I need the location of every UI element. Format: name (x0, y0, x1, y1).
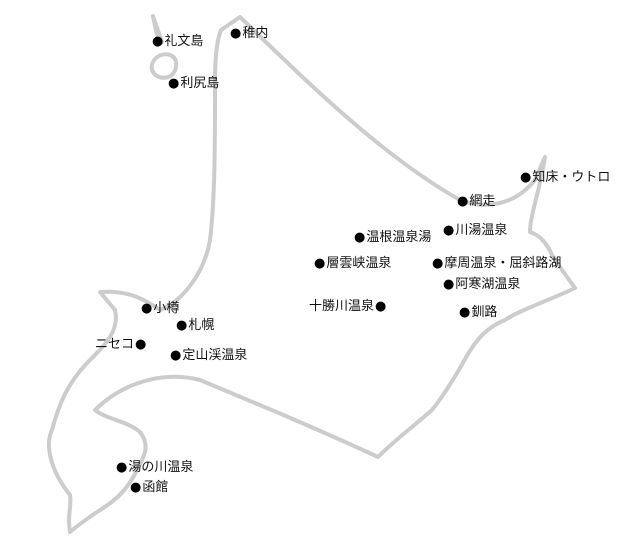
marker-dot: ● (130, 480, 142, 495)
location-otaru[interactable]: ● 小樽 (141, 302, 179, 316)
location-jozankei[interactable]: ● 定山渓温泉 (170, 349, 247, 363)
location-abashiri[interactable]: ● 網走 (457, 195, 495, 209)
location-label: 阿寒湖温泉 (455, 277, 521, 292)
marker-dot: ● (459, 305, 471, 320)
location-label: 湯の川温泉 (128, 460, 194, 475)
location-kushiro[interactable]: ● 釧路 (459, 306, 497, 320)
location-label: 礼文島 (164, 34, 204, 49)
marker-dot: ● (176, 318, 188, 333)
marker-dot: ● (375, 299, 387, 314)
marker-dot: ● (135, 337, 147, 352)
marker-dot: ● (432, 256, 444, 271)
location-rishiri[interactable]: ● 利尻島 (168, 77, 219, 91)
marker-dot: ● (520, 170, 532, 185)
marker-dot: ● (443, 277, 455, 292)
marker-dot: ● (168, 76, 180, 91)
location-shiretoko[interactable]: ● 知床・ウトロ (520, 171, 610, 185)
location-wakkanai[interactable]: ● 稚内 (230, 27, 268, 41)
location-label: 釧路 (471, 305, 498, 320)
location-sapporo[interactable]: ● 札幌 (176, 319, 214, 333)
marker-dot: ● (170, 348, 182, 363)
location-hakodate[interactable]: ● 函館 (130, 481, 168, 495)
hokkaido-outline (47, 15, 577, 534)
marker-dot: ● (314, 256, 326, 271)
location-label: 知床・ウトロ (532, 170, 611, 185)
location-tokachigawa[interactable]: 十勝川温泉 ● (309, 300, 386, 314)
location-label: 川湯温泉 (455, 223, 508, 238)
location-label: 層雲峡温泉 (326, 256, 392, 271)
marker-dot: ● (152, 34, 164, 49)
location-sounkyo[interactable]: ● 層雲峡温泉 (314, 257, 391, 271)
location-onnetoyu[interactable]: ● 温根温泉湯 (354, 231, 431, 245)
location-label: 定山渓温泉 (182, 348, 248, 363)
location-label: 小樽 (153, 301, 180, 316)
location-label: 函館 (142, 480, 169, 495)
location-niseko[interactable]: ニセコ ● (95, 338, 146, 352)
location-rebun[interactable]: ● 礼文島 (152, 35, 203, 49)
location-label: ニセコ (95, 337, 135, 352)
location-kawayu[interactable]: ● 川湯温泉 (443, 224, 507, 238)
location-akanko[interactable]: ● 阿寒湖温泉 (443, 278, 520, 292)
location-label: 網走 (469, 194, 496, 209)
location-label: 十勝川温泉 (309, 299, 375, 314)
location-mashu[interactable]: ● 摩周温泉・屈斜路湖 (432, 257, 561, 271)
rishiri-island-outline (149, 52, 179, 80)
location-label: 摩周温泉・屈斜路湖 (444, 256, 562, 271)
marker-dot: ● (443, 223, 455, 238)
location-label: 稚内 (242, 26, 269, 41)
marker-dot: ● (230, 26, 242, 41)
location-label: 利尻島 (180, 76, 220, 91)
marker-dot: ● (141, 301, 153, 316)
rebun-island-outline (151, 14, 164, 44)
location-label: 温根温泉湯 (366, 230, 432, 245)
marker-dot: ● (457, 194, 469, 209)
location-yunokawa[interactable]: ● 湯の川温泉 (116, 461, 193, 475)
location-label: 札幌 (188, 318, 215, 333)
marker-dot: ● (116, 460, 128, 475)
marker-dot: ● (354, 230, 366, 245)
